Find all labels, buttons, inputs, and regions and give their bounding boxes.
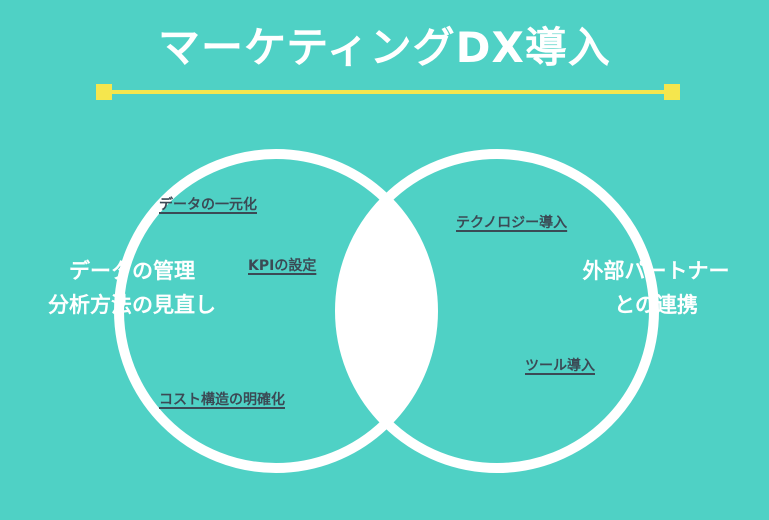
right-circle-label-line-1: 外部パートナー xyxy=(582,259,730,283)
left-circle-label: データの管理 分析方法の見直し xyxy=(14,254,250,322)
right-circle xyxy=(335,149,659,473)
left-circle-label-line-2: 分析方法の見直し xyxy=(48,293,216,317)
right-item-tools: ツール導入 xyxy=(525,358,595,374)
left-circle-label-line-1: データの管理 xyxy=(69,259,195,283)
right-item-technology: テクノロジー導入 xyxy=(456,215,568,231)
title-divider xyxy=(96,84,680,100)
page-title: マーケティングDX導入 xyxy=(158,23,611,72)
left-item-cost-structure: コスト構造の明確化 xyxy=(159,392,285,408)
divider-right-cap xyxy=(664,84,680,100)
overlap-item-kpi: KPIの設定 xyxy=(248,258,317,274)
right-circle-label-line-2: との連携 xyxy=(614,293,698,317)
right-circle-label: 外部パートナー との連携 xyxy=(550,254,762,322)
left-circle xyxy=(114,149,438,473)
left-item-data-unification: データの一元化 xyxy=(159,197,257,213)
divider-left-cap xyxy=(96,84,112,100)
